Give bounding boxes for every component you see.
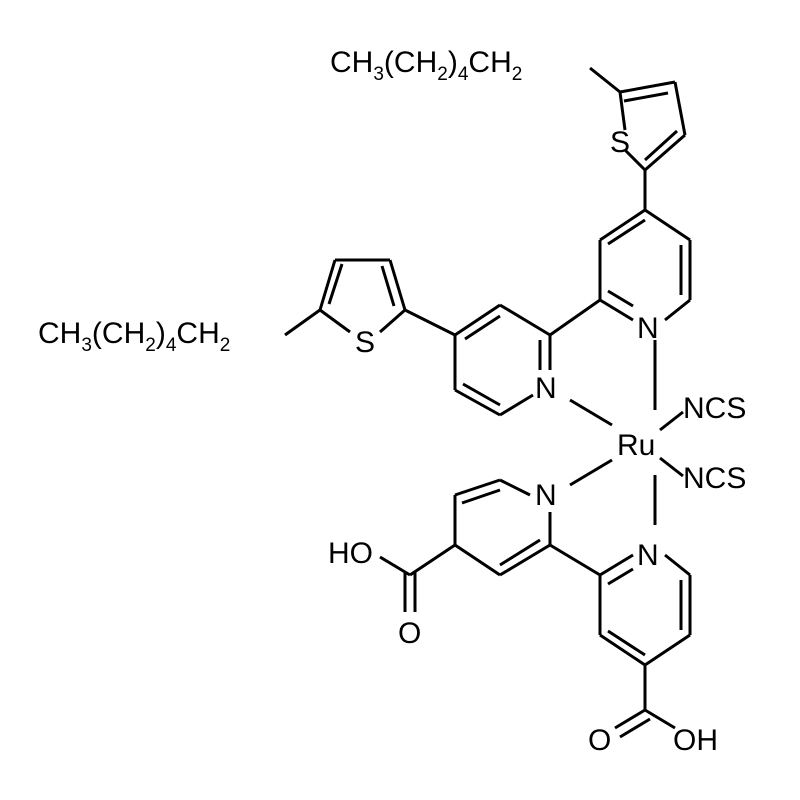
thiocyanate-lower: NCS [683,462,746,495]
nitrogen-lower-left: N [535,479,557,512]
carbonyl-oxygen-left: O [398,617,421,650]
thiocyanate-upper: NCS [683,392,746,425]
sulfur-top-label: S [610,126,630,159]
nitrogen-upper-right: N [637,312,659,345]
hydroxyl-bottom-label: OH [673,724,718,757]
hydroxyl-left-label: HO [328,537,373,570]
hexyl-chain-top: CH3(CH2)4CH2 [330,46,522,85]
atom-labels: CH3(CH2)4CH2 CH3(CH2)4CH2 S S N N N N Ru… [38,46,746,757]
carbonyl-oxygen-bottom: O [588,724,611,757]
ruthenium-label: Ru [617,429,655,462]
nitrogen-lower-right: N [637,539,659,572]
sulfur-left-label: S [355,326,375,359]
hexyl-chain-left: CH3(CH2)4CH2 [38,317,230,356]
bond-lines [284,66,692,739]
nitrogen-upper-left: N [535,372,557,405]
